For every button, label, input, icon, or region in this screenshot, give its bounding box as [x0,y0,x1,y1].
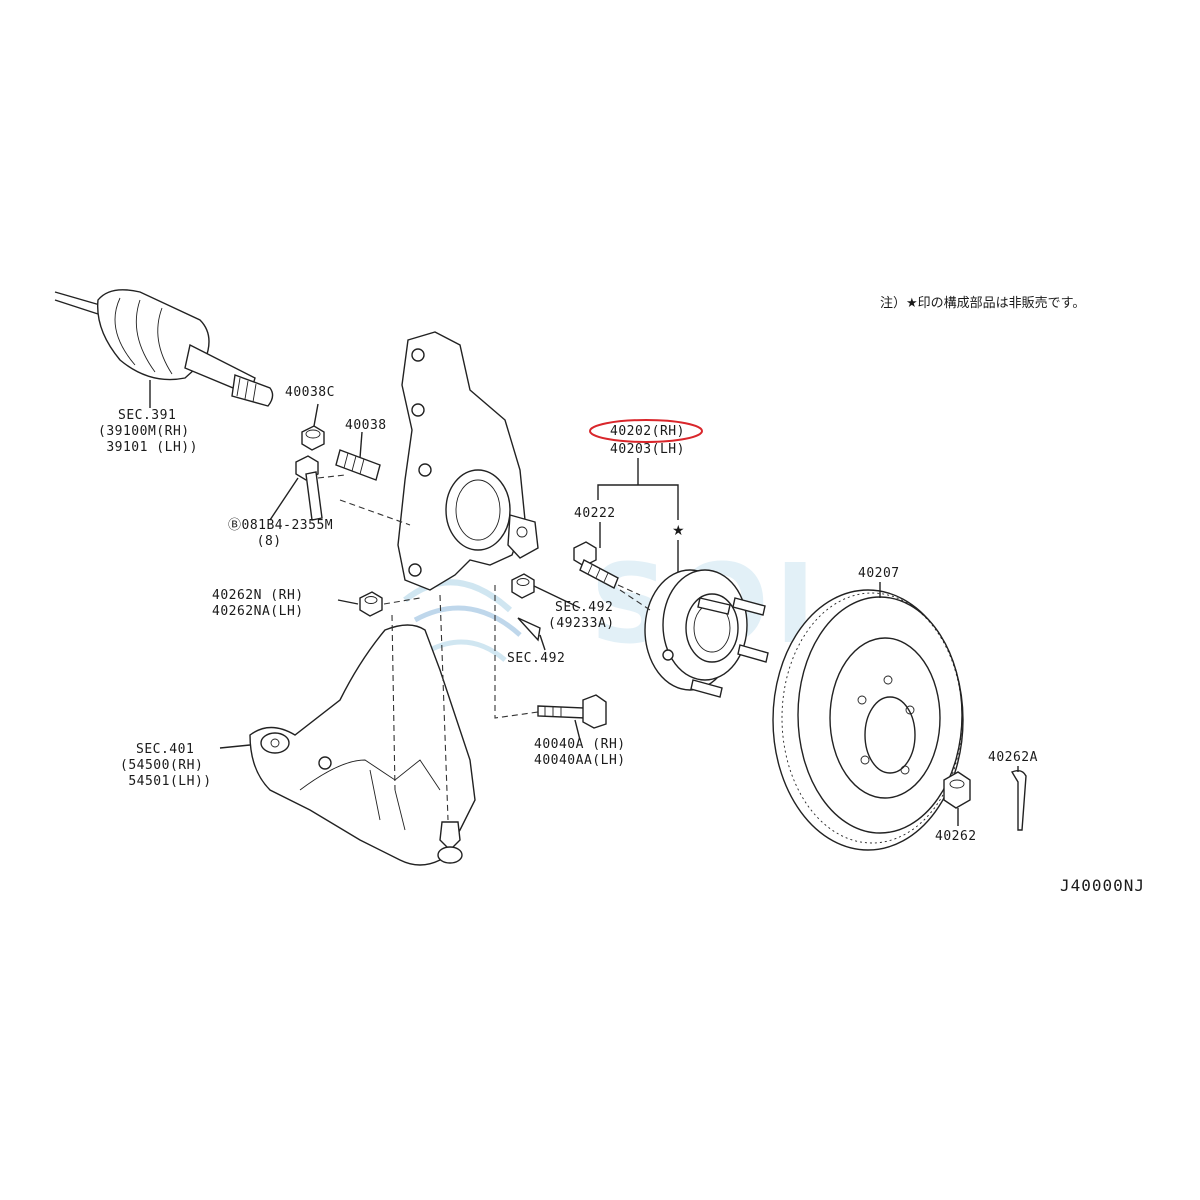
label-40040aa: 40040AA(LH) [534,753,626,768]
label-40262: 40262 [935,829,977,844]
label-40202-rh: 40202(RH) [610,424,685,439]
label-sec492-b: SEC.492 [507,651,566,666]
bolt-40222-part [573,522,641,596]
brake-rotor [772,582,964,851]
label-39100m: (39100M(RH) [98,424,190,439]
label-40038: 40038 [345,418,387,433]
label-40038c: 40038C [285,385,335,400]
hub-assembly-bracket [597,458,679,590]
tie-rod-nut [511,573,581,651]
drive-shaft [54,289,274,408]
hub-bearing-assembly [619,569,769,698]
highlight-ring [589,419,703,443]
diagram-code: J40000NJ [1060,876,1146,895]
label-08184-qty: (8) [240,534,282,549]
label-40262n: 40262N (RH) [212,588,304,603]
bolt-08184-part [269,455,346,521]
label-sec391: SEC.391 [118,408,177,423]
nut-40262-part [943,771,971,826]
label-40222: 40222 [574,506,616,521]
label-54501: 54501(LH)) [120,774,212,789]
nut-40262n-part [337,591,421,617]
steering-knuckle [339,331,539,591]
label-49233a: (49233A) [548,616,615,631]
label-40262a: 40262A [988,750,1038,765]
label-40262na: 40262NA(LH) [212,604,304,619]
label-40040a: 40040A (RH) [534,737,626,752]
non-sale-star: ★ [672,523,685,539]
stud-40038-part [335,431,381,481]
label-40207: 40207 [858,566,900,581]
label-40203-lh: 40203(LH) [610,442,685,457]
label-sec401: SEC.401 [136,742,195,757]
label-08184: Ⓑ081B4-2355M [228,518,334,533]
cotter-pin-40262a [1010,766,1027,831]
label-54500: (54500(RH) [120,758,204,773]
lower-control-arm [219,594,476,866]
watermark-swoosh [403,579,522,662]
label-39101: 39101 (LH)) [98,440,198,455]
bolt-40040a-part [494,585,607,741]
non-sale-note: 注）★印の構成部品は非販売です。 [880,296,1086,311]
nut-40038c-part [301,403,325,451]
label-sec492-a: SEC.492 [555,600,614,615]
